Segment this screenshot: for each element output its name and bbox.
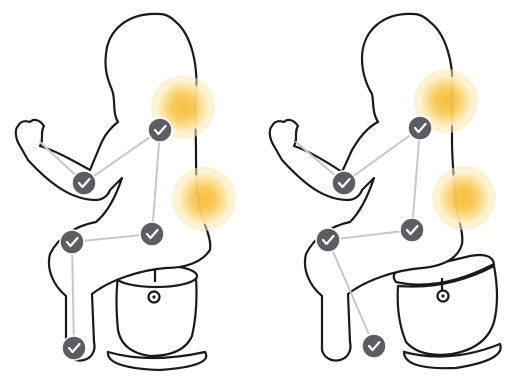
panel-right	[270, 14, 501, 368]
panel-left	[16, 14, 236, 370]
check-circle-icon	[72, 171, 96, 195]
pressure-point-lower-right	[432, 166, 496, 230]
check-circle-icon	[400, 218, 424, 242]
check-circle-icon	[62, 336, 86, 360]
stool-right	[394, 255, 501, 368]
stool-left	[108, 265, 206, 370]
check-circle-icon	[60, 230, 84, 254]
check-circle-icon	[362, 334, 386, 358]
check-circle-icon	[148, 118, 172, 142]
check-circle-icon	[316, 228, 340, 252]
check-circle-icon	[332, 171, 356, 195]
check-circle-icon	[408, 116, 432, 140]
pressure-point-lower-left	[172, 167, 236, 231]
check-circle-icon	[140, 222, 164, 246]
